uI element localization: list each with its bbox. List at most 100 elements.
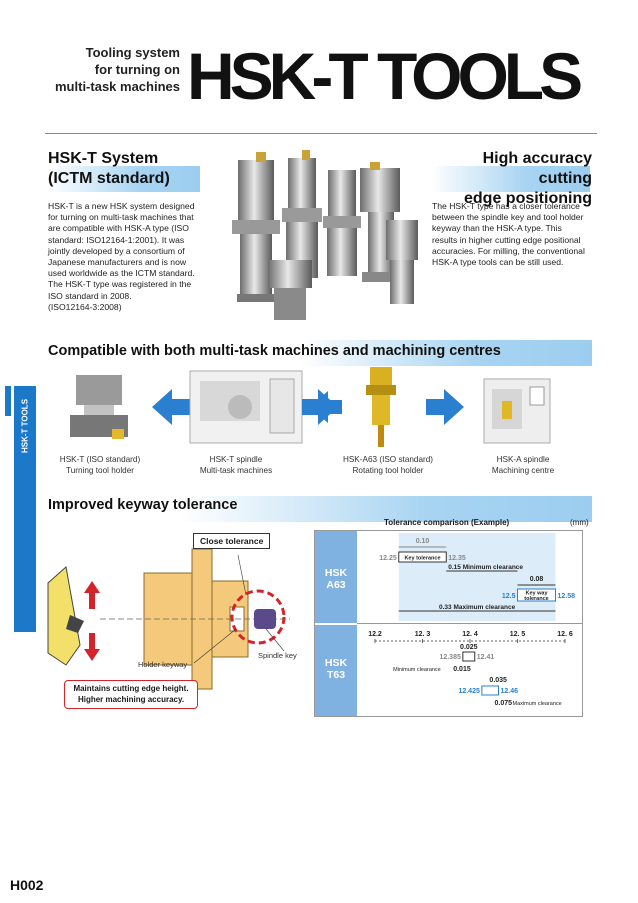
keyway-title-highlight — [180, 496, 592, 522]
t63-min-clearance-label: Minimum clearance — [393, 667, 441, 673]
compat-caption-3: HSK-A63 (ISO standard)Rotating tool hold… — [342, 455, 434, 475]
page-title: HSK-T TOOLS — [187, 39, 583, 113]
chart-title: Tolerance comparison (Example) — [384, 518, 510, 527]
keyway-diagram — [47, 548, 290, 690]
a63-key-width-label: 0.10 — [416, 538, 430, 545]
holder-6 — [386, 220, 418, 304]
side-tab[interactable]: HSK-T TOOLS — [14, 386, 36, 632]
left-body-line: HSK-T is a new HSK system designed — [48, 201, 195, 211]
left-title-line-1: HSK-T System — [48, 150, 159, 167]
holder-5 — [268, 260, 312, 320]
arrow-right-2 — [426, 389, 464, 425]
a63-max-clearance: 0.33 Maximum clearance — [439, 604, 516, 611]
right-title-line-1: High accuracy cutting — [482, 150, 592, 187]
compat-title-highlight — [300, 340, 592, 366]
chart-row-divider — [357, 623, 582, 624]
tool-holders-photo — [232, 150, 418, 320]
a63-keyway-width-label: 0.08 — [530, 576, 544, 583]
arrow-left-1 — [152, 389, 190, 425]
left-section-title: HSK-T System (ICTM standard) — [48, 149, 170, 189]
left-title-highlight — [48, 166, 200, 192]
holder-3 — [323, 170, 361, 276]
t63-max-clearance-label: Maximum clearance — [513, 701, 562, 707]
accuracy-note: Maintains cutting edge height.Higher mac… — [64, 680, 198, 709]
right-body-line: The HSK-T type has a closer tolerance — [432, 201, 580, 211]
t63-key-high: 12.41 — [477, 654, 495, 661]
right-body-line: between the spindle key and tool holder — [432, 212, 584, 223]
holder-1 — [232, 160, 280, 302]
holder-keyway-label: Holder keyway — [138, 660, 188, 669]
up-arrow — [84, 581, 100, 609]
left-body-line: used worldwide as the ICTM standard. — [48, 268, 195, 279]
chart-unit: (mm) — [570, 518, 589, 527]
t63-key-width: 0.025 — [460, 644, 478, 651]
t63-key-bar — [462, 651, 476, 662]
arrow-left-2 — [310, 391, 342, 423]
spindle-key-label: Spindle key — [258, 651, 297, 660]
right-body-line: results in higher cutting edge positiona… — [432, 234, 581, 245]
a63-label-cell — [315, 531, 357, 623]
t63-scale-tick: 12. 6 — [557, 631, 573, 638]
compat-title: Compatible with both multi-task machines… — [48, 343, 501, 359]
close-tolerance-callout: Close tolerance — [193, 533, 271, 549]
t63-scale-tick: 12. 5 — [510, 631, 526, 638]
a63-keyway-label-2: tolerance — [524, 596, 548, 602]
insert-holder — [47, 566, 81, 666]
close-tolerance-highlight — [230, 589, 286, 645]
t63-max-clearance-value: 0.075 — [495, 700, 513, 707]
tagline-line-1: Tooling system — [85, 45, 180, 60]
a63-keyway-high: 12.58 — [558, 593, 576, 600]
keyway-title: Improved keyway tolerance — [48, 497, 238, 513]
a63-min-clearance: 0.15 Minimum clearance — [448, 564, 523, 571]
t63-min-clearance-value: 0.015 — [453, 666, 471, 673]
left-body-line: are compatible with HSK-A type (ISO — [48, 223, 189, 234]
right-title-highlight — [430, 166, 590, 192]
a63-keyway-low: 12.5 — [502, 593, 516, 600]
t63-keyway-low: 12.425 — [458, 688, 480, 695]
left-body-line: (ISO12164-3:2008) — [48, 301, 122, 312]
left-body-line: ISO standard in 2008. — [48, 290, 132, 301]
left-body-line: The HSK-T type was registered in the — [48, 279, 192, 290]
a63-key-tolerance-label: Key tolerance — [404, 556, 440, 562]
t63-label-cell — [315, 625, 357, 716]
t63-keyway-width: 0.035 — [489, 677, 507, 684]
t63-scale-tick: 12.2 — [368, 631, 382, 638]
machining-centre-illustration — [483, 378, 551, 444]
right-body-line: HSK-A type tools can be still used. — [432, 257, 564, 268]
tagline-line-2: for turning on — [94, 62, 180, 77]
side-tab-label: HSK-T TOOLS — [20, 398, 30, 454]
t63-keyway-high: 12.46 — [501, 688, 519, 695]
left-body-line: jointly developed by a consortium of — [48, 245, 185, 256]
left-body-line: standard: ISO12164-1:2001). It was — [48, 234, 185, 245]
spindle-key — [254, 609, 276, 629]
side-tab-marker — [5, 386, 11, 416]
t63-scale-tick: 12. 4 — [462, 631, 478, 638]
header-tagline: Tooling system for turning on multi-task… — [30, 44, 180, 95]
right-title-line-2: edge positioning — [464, 190, 592, 207]
t63-keyway-bar — [481, 685, 499, 696]
a63-key-tolerance-bar — [398, 551, 447, 563]
tagline-line-3: multi-task machines — [55, 79, 180, 94]
left-body-line: for turning on multi-task machines that — [48, 212, 194, 223]
header-divider — [45, 133, 597, 134]
right-body-line: accuracies. For milling, the conventiona… — [432, 245, 585, 256]
a63-key-low: 12.25 — [379, 555, 397, 562]
t63-scale-tick: 12. 3 — [415, 631, 431, 638]
page-number: H002 — [10, 877, 44, 893]
compat-illustrations — [70, 367, 551, 447]
multitask-machine-illustration — [189, 370, 303, 444]
left-title-line-2: (ICTM standard) — [48, 170, 170, 187]
turning-holder-illustration — [70, 375, 128, 439]
compat-caption-1: HSK-T (ISO standard)Turning tool holder — [59, 455, 141, 475]
rotating-holder-illustration — [366, 367, 396, 447]
right-section-title: High accuracy cutting edge positioning — [430, 149, 592, 209]
a63-key-high: 12.35 — [448, 555, 466, 562]
